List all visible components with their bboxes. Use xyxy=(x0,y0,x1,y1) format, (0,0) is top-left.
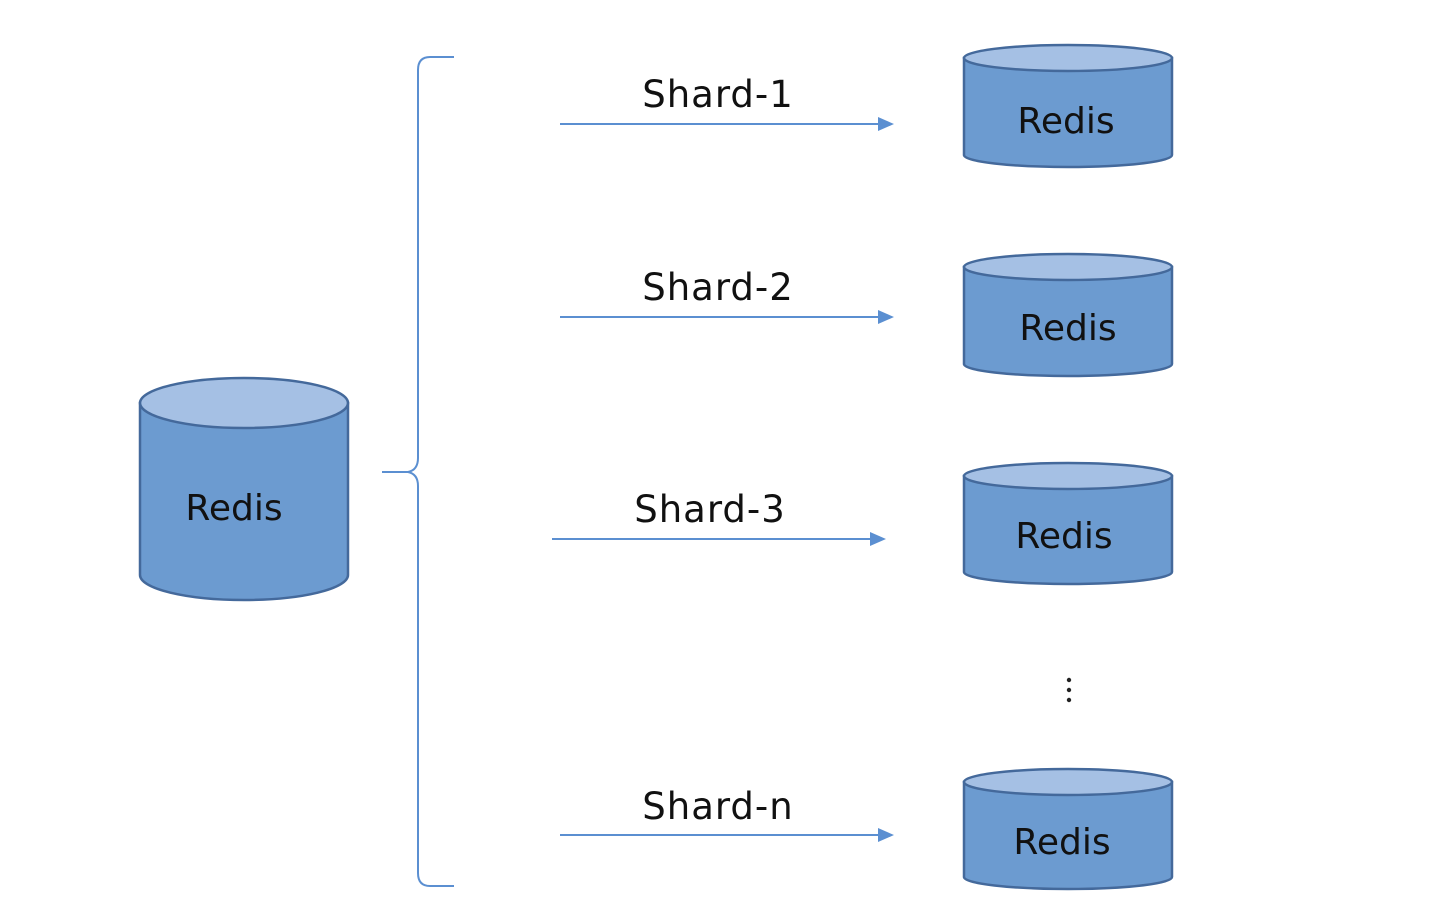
shard-redis-database: Redis xyxy=(962,461,1174,586)
cylinder-body xyxy=(962,265,1174,378)
shard-redis-label: Redis xyxy=(1017,101,1114,142)
source-cylinder-body xyxy=(138,401,350,602)
shard-label: Shard-n xyxy=(642,785,793,828)
arrow-head-icon xyxy=(870,532,886,546)
shard-row-1: Shard-1 Redis xyxy=(560,43,1174,169)
shard-redis-database: Redis xyxy=(962,252,1174,378)
shard-redis-label: Redis xyxy=(1013,822,1110,863)
arrow-head-icon xyxy=(878,828,894,842)
more-shards-ellipsis-icon xyxy=(1066,677,1072,703)
shard-group-brace xyxy=(382,56,454,887)
cylinder-body xyxy=(962,56,1174,169)
shard-row-2: Shard-2 Redis xyxy=(560,252,1174,378)
shard-redis-database: Redis xyxy=(962,43,1174,169)
shard-row-n: Shard-n Redis xyxy=(560,767,1174,891)
shard-row-3: Shard-3 Redis xyxy=(552,461,1174,586)
cylinder-top xyxy=(962,43,1174,73)
cylinder-top xyxy=(962,767,1174,797)
shard-label: Shard-3 xyxy=(634,488,786,531)
cylinder-body xyxy=(962,474,1174,586)
source-cylinder-top xyxy=(138,376,350,430)
cylinder-top xyxy=(962,461,1174,491)
shard-label: Shard-1 xyxy=(642,73,794,116)
arrow-head-icon xyxy=(878,310,894,324)
arrow-head-icon xyxy=(878,117,894,131)
cylinder-top xyxy=(962,252,1174,282)
shard-label: Shard-2 xyxy=(642,266,794,309)
cylinder-body xyxy=(962,780,1174,891)
shard-redis-database: Redis xyxy=(962,767,1174,891)
source-redis-label: Redis xyxy=(185,488,282,529)
shard-redis-label: Redis xyxy=(1015,516,1112,557)
source-redis-database: Redis xyxy=(138,376,350,602)
shard-redis-label: Redis xyxy=(1019,308,1116,349)
